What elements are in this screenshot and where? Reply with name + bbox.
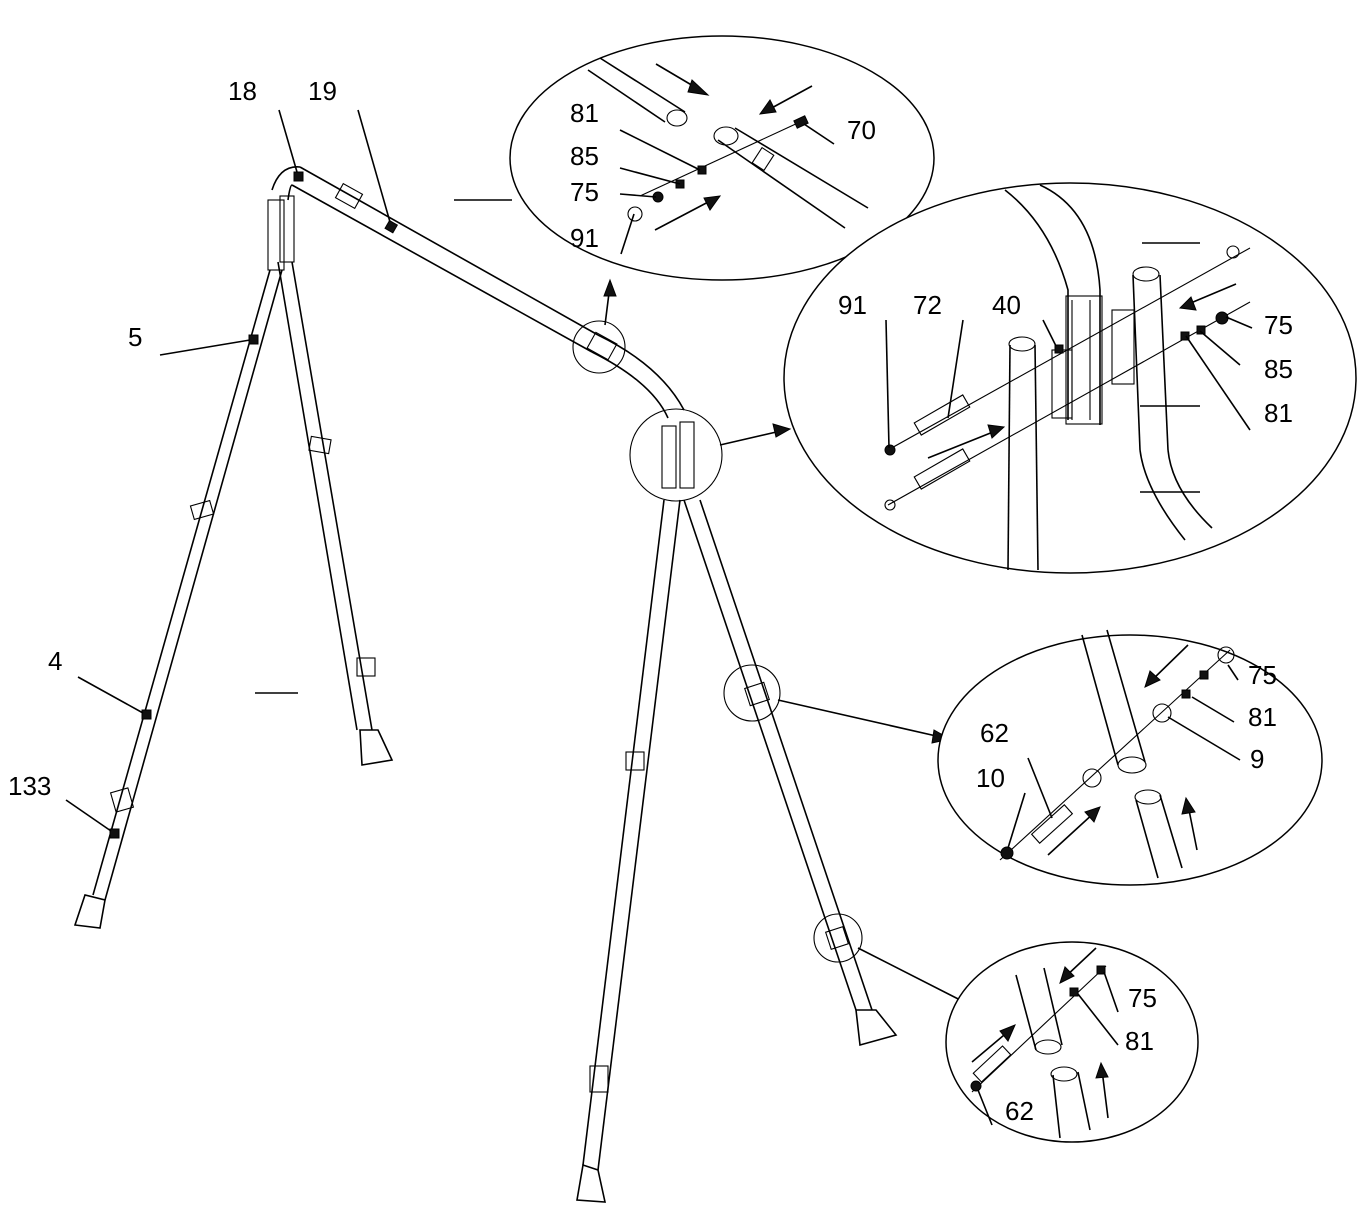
detail-apex-label-85: 85 <box>1264 354 1293 384</box>
label-18: 18 <box>228 76 257 106</box>
callout-circle-apex <box>629 408 723 502</box>
detail-mid-label-75: 75 <box>1248 660 1277 690</box>
detail-mid-joint: 62 10 75 81 9 <box>937 629 1323 886</box>
detail-top-label-81: 81 <box>570 98 599 128</box>
detail-apex-label-75: 75 <box>1264 310 1293 340</box>
detail-low-joint: 75 81 62 <box>945 941 1199 1143</box>
detail-apex-label-72: 72 <box>913 290 942 320</box>
label-133: 133 <box>8 771 51 801</box>
detail-mid-label-9: 9 <box>1250 744 1264 774</box>
detail-apex-joint: 91 72 40 75 85 81 <box>783 182 1357 574</box>
callout-circle-top <box>572 320 626 374</box>
detail-top-label-91: 91 <box>570 223 599 253</box>
callout-circle-low <box>813 913 863 963</box>
label-4: 4 <box>48 646 62 676</box>
top-beam <box>271 166 685 419</box>
detail-top-label-70: 70 <box>847 115 876 145</box>
detail-low-label-75: 75 <box>1128 983 1157 1013</box>
detail-apex-label-91: 91 <box>838 290 867 320</box>
label-5: 5 <box>128 322 142 352</box>
detail-mid-label-81: 81 <box>1248 702 1277 732</box>
detail-mid-label-62: 62 <box>980 718 1009 748</box>
detail-apex-label-40: 40 <box>992 290 1021 320</box>
detail-mid-label-10: 10 <box>976 763 1005 793</box>
right-a-frame <box>576 421 898 1203</box>
detail-apex-label-81: 81 <box>1264 398 1293 428</box>
callout-circle-mid <box>723 664 781 722</box>
detail-top-joint: 81 85 75 91 70 <box>454 35 935 281</box>
detail-low-label-81: 81 <box>1125 1026 1154 1056</box>
main-frame: 18 19 5 4 133 <box>8 76 977 1203</box>
left-a-frame <box>73 195 394 929</box>
detail-top-label-75: 75 <box>570 177 599 207</box>
detail-low-label-62: 62 <box>1005 1096 1034 1126</box>
label-19: 19 <box>308 76 337 106</box>
detail-top-label-85: 85 <box>570 141 599 171</box>
